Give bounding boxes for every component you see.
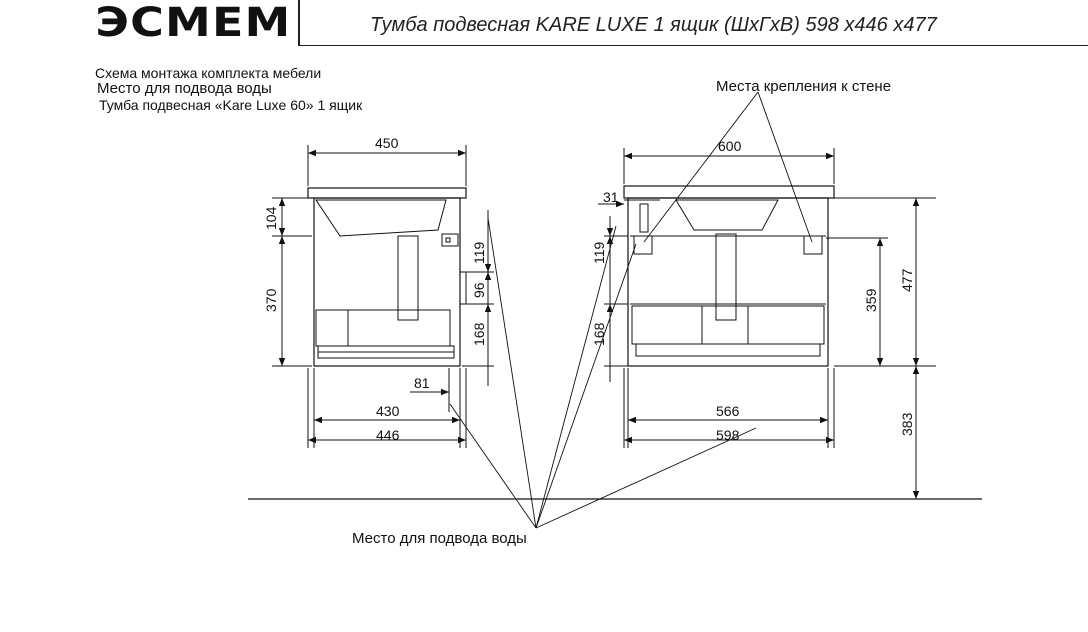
note-water-supply: Место для подвода воды bbox=[97, 80, 272, 97]
header-divider bbox=[298, 0, 300, 46]
logo-text: ЭСМЕМ bbox=[94, 0, 292, 46]
dim-front-359: 359 bbox=[863, 288, 879, 312]
dim-front-119: 119 bbox=[591, 241, 607, 264]
callout-water-supply: Место для подвода воды bbox=[352, 530, 527, 547]
front-cabinet-body bbox=[627, 197, 829, 367]
side-drain-pipe bbox=[397, 235, 419, 321]
logo: ЭСМЕМ bbox=[88, 0, 298, 46]
callout-wall-mounts: Места крепления к стене bbox=[716, 78, 891, 95]
dim-front-598: 598 bbox=[716, 427, 740, 443]
notes: Схема монтажа комплекта мебели Место для… bbox=[95, 65, 362, 113]
dim-front-600: 600 bbox=[718, 138, 742, 154]
dim-side-81: 81 bbox=[414, 375, 430, 391]
side-panel-small bbox=[459, 271, 467, 305]
front-basin bbox=[675, 199, 779, 231]
front-wall-mount-right bbox=[803, 235, 823, 255]
side-connector bbox=[441, 233, 459, 247]
dim-front-566: 566 bbox=[716, 403, 740, 419]
dim-front-383: 383 bbox=[899, 412, 915, 436]
side-view bbox=[307, 187, 467, 367]
wall-mount-leaders bbox=[643, 91, 813, 243]
side-countertop bbox=[307, 187, 467, 199]
front-dimension-labels: 600 31 119 168 359 477 383 566 598 bbox=[591, 138, 915, 443]
dim-side-96: 96 bbox=[471, 282, 487, 298]
dim-front-168: 168 bbox=[591, 322, 607, 346]
front-drain-pipe bbox=[715, 233, 737, 321]
dim-side-104: 104 bbox=[263, 206, 279, 230]
note-assembly-scheme: Схема монтажа комплекта мебели bbox=[95, 65, 322, 81]
dim-front-31: 31 bbox=[603, 189, 619, 205]
front-drawer bbox=[631, 305, 825, 345]
dim-side-430: 430 bbox=[376, 403, 400, 419]
side-basin bbox=[315, 199, 447, 237]
header: ЭСМЕМ Тумба подвесная KARE LUXE 1 ящик (… bbox=[0, 0, 1088, 48]
side-cabinet-body bbox=[313, 197, 461, 367]
note-product: Тумба подвесная «Kare Luxe 60» 1 ящик bbox=[99, 97, 363, 113]
side-dimension-labels: 450 104 370 119 96 168 81 430 446 bbox=[263, 135, 487, 443]
front-dimensions bbox=[598, 148, 936, 499]
side-drawer bbox=[315, 309, 451, 347]
front-view bbox=[623, 185, 835, 367]
dim-side-119: 119 bbox=[471, 241, 487, 264]
front-countertop bbox=[623, 185, 835, 199]
dim-side-450: 450 bbox=[375, 135, 399, 151]
side-dimensions bbox=[272, 145, 494, 448]
front-wall-mount-left bbox=[633, 235, 653, 255]
dim-side-168: 168 bbox=[471, 322, 487, 346]
product-title: Тумба подвесная KARE LUXE 1 ящик (ШхГхВ)… bbox=[370, 14, 937, 36]
dim-front-477: 477 bbox=[899, 268, 915, 292]
water-supply-leaders bbox=[449, 217, 757, 529]
dim-side-370: 370 bbox=[263, 288, 279, 312]
dim-side-446: 446 bbox=[376, 427, 400, 443]
header-underline bbox=[300, 45, 1088, 46]
